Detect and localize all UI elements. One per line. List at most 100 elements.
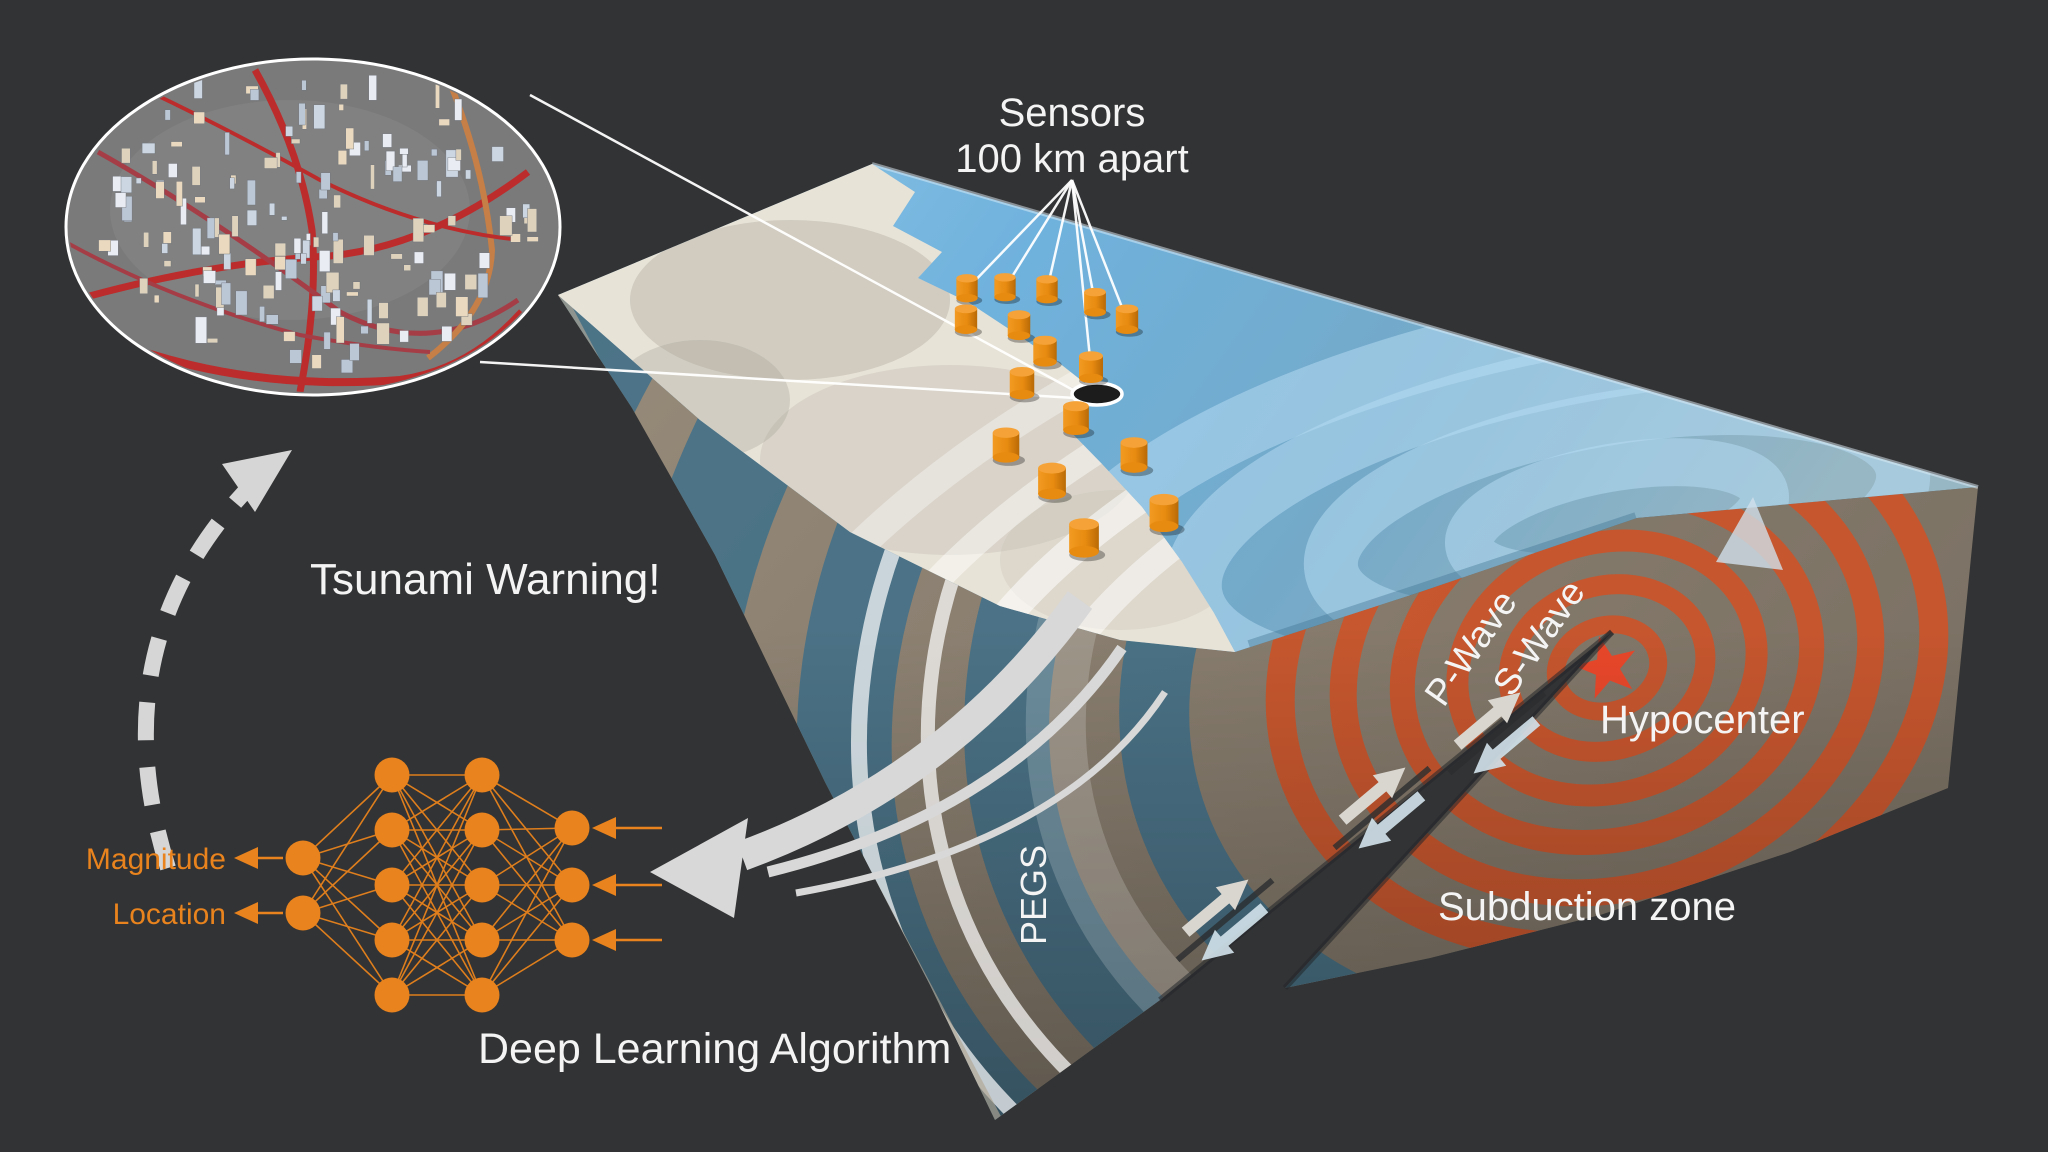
nn-input-arrowhead [592,874,616,896]
city-building [289,349,302,364]
nn-edge [302,829,393,914]
city-building [465,169,471,180]
city-building [176,181,183,207]
nn-edge [391,939,483,996]
nn-node [285,895,321,931]
sensor-bottom [1036,294,1058,304]
nn-edge [391,884,483,996]
city-building [438,118,450,126]
sensor-marker [1115,304,1143,337]
sensor-body [1115,308,1139,330]
sensor-top [1120,437,1148,448]
sensor-body [956,278,978,299]
sensor-marker [1033,335,1062,370]
face-shading [558,295,1978,1120]
city-building [250,89,260,101]
nn-edge [391,774,483,996]
city-building [274,242,286,257]
city-zoom-connector-lines [479,93,1076,400]
city-building [194,196,206,204]
city-building [300,253,307,265]
shear-arrow-up-icon [1453,692,1521,750]
sensor-body [994,277,1016,298]
sensor-top [1009,366,1035,377]
sensors-label-line2: 100 km apart [955,137,1188,181]
sensor-body [1063,406,1089,431]
city-building [203,270,216,284]
sensor-marker [994,273,1021,304]
sensor-marker [1009,366,1040,403]
sensor-top [994,273,1016,282]
city-building [120,176,132,194]
nn-node [554,867,590,903]
sensor-body [1009,371,1035,395]
sensor-body [1033,340,1057,363]
sensor-bottom [1033,357,1057,367]
city-building [338,104,344,111]
city-building [296,171,302,184]
city-building [414,251,424,264]
ocean-back-edge-highlight [871,162,1979,489]
sensor-top [1036,275,1058,284]
city-building [229,177,235,190]
city-building [360,325,369,335]
city-building [285,259,297,279]
nn-node [464,867,500,903]
city-building [121,196,133,221]
city-building [244,258,257,276]
deep-learning-label: Deep Learning Algorithm [478,1025,951,1073]
sensor-top [1007,310,1031,320]
city-building [311,295,323,312]
city-building [246,209,257,226]
nn-node [464,757,500,793]
nn-input-arrowhead [592,929,616,951]
city-building [206,338,218,344]
city-building [301,80,307,91]
city-building [491,146,504,162]
city-building [436,180,442,197]
sensor-pointer-line [966,179,1073,290]
city-building [479,252,490,269]
shear-arrow-up-icon [1338,767,1406,825]
highlighted-sensor-marker [1070,381,1124,407]
city-building [441,326,453,342]
nn-node [554,810,590,846]
city-building [428,279,441,296]
labels-layer: Sensors 100 km apart Tsunami Warning! De… [310,91,1805,1073]
hypocenter-label: Hypocenter [1600,698,1805,742]
sensor-bottom [1120,462,1148,473]
city-building [98,239,111,252]
nn-edge [481,827,573,941]
city-building [235,290,248,316]
neural-network [234,757,662,1013]
city-building [168,163,178,178]
city-building [392,166,403,182]
sensor-body [1036,279,1058,300]
nn-edge [481,827,573,886]
city-building [195,316,207,344]
city-building [151,160,158,175]
nn-edge [481,884,573,996]
sensors-label-line1: Sensors [999,91,1146,135]
sensor-pointer-line [1045,179,1074,291]
city-building [311,354,322,369]
sensor-marker [954,304,982,337]
sensor-bottom [1149,520,1179,533]
city-building [527,208,537,233]
nn-edge [481,829,573,886]
sensor-marker [1069,518,1106,562]
city-building [370,164,375,190]
sensor-pointer-line [1070,179,1097,304]
nn-input-arrowhead [592,817,616,839]
coastal-landmass [558,164,1235,652]
city-building [378,302,389,319]
city-building [180,197,187,225]
city-building [510,233,521,243]
city-building [399,330,409,343]
nn-edge [481,774,573,886]
sensor-top [1084,287,1106,297]
city-building [417,297,429,317]
city-building [194,283,200,298]
sensor-bottom [954,325,978,334]
city-building [364,140,370,151]
